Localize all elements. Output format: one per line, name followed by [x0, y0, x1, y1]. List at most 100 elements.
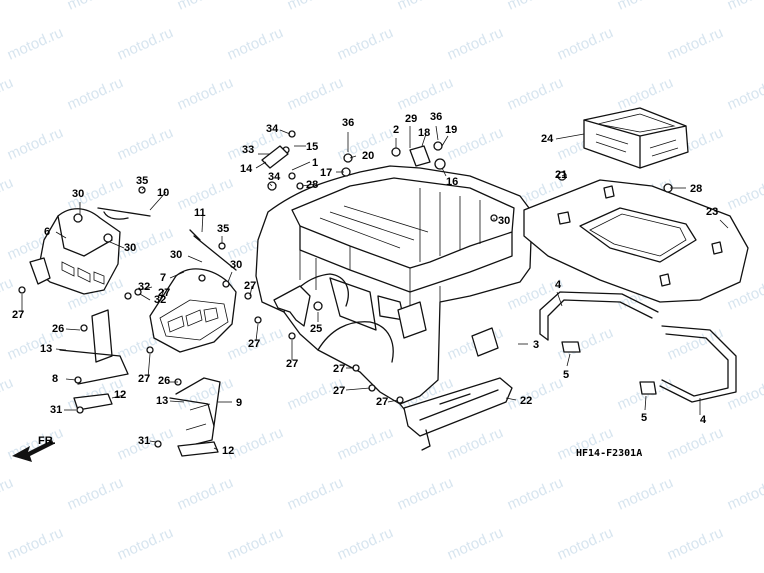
callout-7: 7 — [160, 272, 166, 284]
watermark-text: motod.ru — [225, 524, 286, 564]
leader-line — [255, 323, 259, 342]
leader-line — [345, 387, 371, 391]
leader-line — [213, 447, 219, 451]
callout-27: 27 — [286, 358, 298, 370]
callout-29: 29 — [405, 113, 417, 125]
watermark-text: motod.ru — [5, 124, 66, 164]
watermark-text: motod.ru — [65, 474, 126, 514]
leader-line — [147, 353, 151, 379]
watermark-text: motod.ru — [5, 424, 66, 464]
callout-11: 11 — [194, 207, 206, 219]
watermark-text: motod.ru — [665, 324, 726, 364]
leader-line — [169, 271, 185, 279]
callout-31: 31 — [138, 435, 150, 447]
callout-3: 3 — [533, 339, 539, 351]
watermark-text: motod.ru — [505, 374, 566, 414]
watermark-text: motod.ru — [0, 474, 16, 514]
callout-12: 12 — [114, 389, 126, 401]
leader-line — [441, 135, 449, 147]
callout-15: 15 — [306, 141, 318, 153]
watermark-text: motod.ru — [505, 74, 566, 114]
callout-28: 28 — [306, 179, 318, 191]
callout-4: 4 — [555, 279, 562, 291]
watermark-text: motod.ru — [615, 74, 676, 114]
watermark-text: motod.ru — [395, 74, 456, 114]
callout-18: 18 — [418, 127, 430, 139]
callout-32: 32 — [138, 281, 150, 293]
leader-line — [149, 440, 157, 443]
callout-23: 23 — [706, 206, 718, 218]
leader-line — [255, 161, 267, 169]
watermark-text: motod.ru — [175, 474, 236, 514]
callout-13: 13 — [156, 395, 168, 407]
callout-35: 35 — [217, 223, 229, 235]
callout-27: 27 — [333, 385, 345, 397]
leader-line — [139, 293, 151, 301]
watermark-text: motod.ru — [225, 24, 286, 64]
callout-30: 30 — [498, 215, 510, 227]
leader-line — [249, 285, 253, 297]
leader-line — [556, 291, 563, 307]
watermark-text: motod.ru — [0, 274, 16, 314]
watermark-text: motod.ru — [335, 424, 396, 464]
callout-34: 34 — [266, 123, 279, 135]
leader-line — [159, 289, 165, 301]
watermark-text: motod.ru — [505, 474, 566, 514]
leader-line — [719, 219, 729, 229]
callout-30: 30 — [170, 249, 182, 261]
leader-line — [441, 167, 447, 177]
part-4-rails — [539, 291, 737, 403]
leader-line — [269, 183, 273, 187]
callout-27: 27 — [138, 373, 150, 385]
watermark-text: motod.ru — [285, 0, 346, 14]
callout-27: 27 — [12, 309, 24, 321]
callout-5: 5 — [641, 412, 647, 424]
callout-26: 26 — [158, 375, 170, 387]
callout-22: 22 — [520, 395, 532, 407]
watermark-text: motod.ru — [395, 474, 456, 514]
part-10-11-rods — [97, 207, 237, 271]
callout-27: 27 — [158, 287, 170, 299]
callout-14: 14 — [240, 163, 253, 175]
rear-fender-drawing — [255, 165, 533, 421]
callout-17: 17 — [320, 167, 332, 179]
part-9-13-bracket — [59, 309, 221, 445]
callout-16: 16 — [446, 176, 458, 188]
part-24-lid — [583, 107, 689, 169]
callout-8: 8 — [52, 373, 58, 385]
front-label: FR. — [38, 435, 56, 447]
leader-line — [55, 231, 67, 239]
callout-32: 32 — [154, 294, 166, 306]
callout-6: 6 — [44, 226, 50, 238]
leader-line — [201, 212, 204, 233]
callout-36: 36 — [342, 117, 354, 129]
callout-35: 35 — [136, 175, 148, 187]
leader-line — [555, 133, 585, 140]
watermark-text: motod.ru — [395, 0, 456, 14]
callout-12: 12 — [222, 445, 234, 457]
callout-1: 1 — [312, 157, 318, 169]
watermark-text: motod.ru — [5, 24, 66, 64]
watermark-text: motod.ru — [445, 24, 506, 64]
watermark-text: motod.ru — [665, 424, 726, 464]
watermark-text: motod.ru — [725, 0, 764, 14]
callout-25: 25 — [310, 323, 322, 335]
leader-line — [279, 129, 291, 135]
leader-lines — [21, 125, 729, 451]
callout-13: 13 — [40, 343, 52, 355]
leader-line — [387, 399, 399, 403]
watermark-text: motod.ru — [725, 174, 764, 214]
watermark-text: motod.ru — [335, 24, 396, 64]
leader-line — [349, 155, 357, 159]
callout-10: 10 — [157, 187, 169, 199]
leader-line — [141, 187, 145, 191]
watermark-text: motod.ru — [335, 524, 396, 564]
watermark-text: motod.ru — [665, 524, 726, 564]
callout-2: 2 — [393, 124, 399, 136]
hardware-parts — [18, 130, 673, 448]
leader-line — [227, 271, 233, 283]
watermark-text: motod.ru — [115, 124, 176, 164]
leader-line — [111, 394, 125, 399]
watermark-text: motod.ru — [555, 24, 616, 64]
